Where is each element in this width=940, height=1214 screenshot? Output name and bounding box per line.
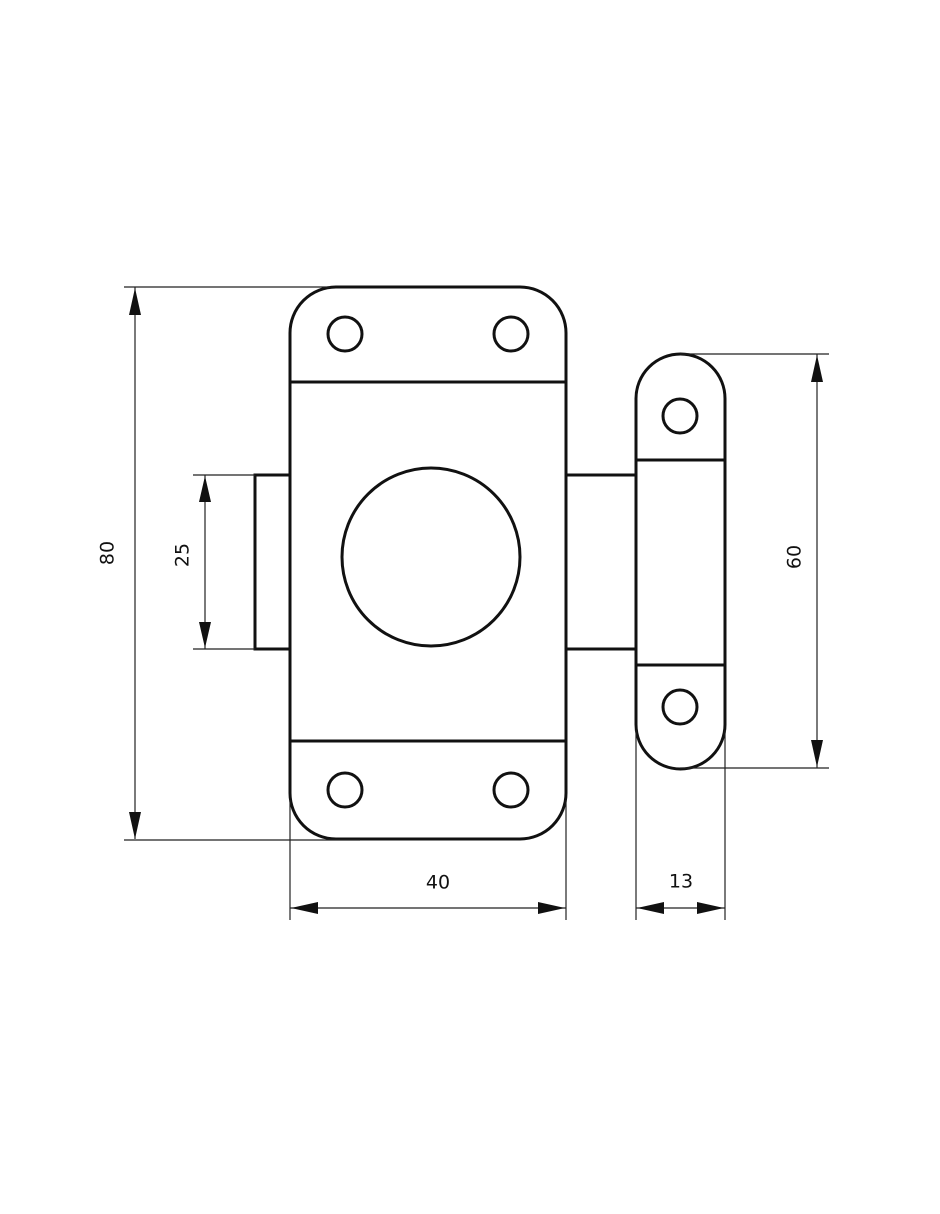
- screw-hole: [326, 315, 364, 353]
- arrow-icon: [199, 476, 211, 502]
- keeper-plate: [634, 352, 727, 771]
- arrow-icon: [129, 288, 141, 315]
- arrow-icon: [811, 740, 823, 767]
- dimension-plate-width: 40: [289, 800, 567, 920]
- dimension-label: 80: [97, 541, 119, 565]
- dimension-label: 60: [784, 545, 806, 569]
- screw-hole: [661, 397, 699, 435]
- dimension-bolt-height: 25: [172, 474, 255, 650]
- dimension-label: 40: [426, 872, 450, 894]
- dimension-keeper-height: 60: [680, 353, 829, 769]
- dimension-label: 25: [172, 543, 194, 567]
- arrow-icon: [291, 902, 318, 914]
- arrow-icon: [199, 622, 211, 648]
- arrow-icon: [129, 812, 141, 839]
- arrow-icon: [811, 355, 823, 382]
- screw-hole: [326, 771, 364, 809]
- screw-hole: [661, 688, 699, 726]
- bolt: [253, 473, 636, 651]
- body-plate: [288, 285, 568, 841]
- dimension-label: 13: [669, 871, 693, 893]
- arrow-icon: [637, 902, 664, 914]
- dimension-overall-height: 80: [97, 286, 360, 841]
- arrow-icon: [538, 902, 565, 914]
- bolt-left-end: [253, 473, 290, 651]
- knob: [340, 466, 522, 648]
- screw-hole: [492, 315, 530, 353]
- screw-hole: [492, 771, 530, 809]
- lock-body: [288, 285, 568, 841]
- keeper: [634, 352, 727, 771]
- dimension-keeper-width: 13: [635, 730, 726, 920]
- arrow-icon: [697, 902, 724, 914]
